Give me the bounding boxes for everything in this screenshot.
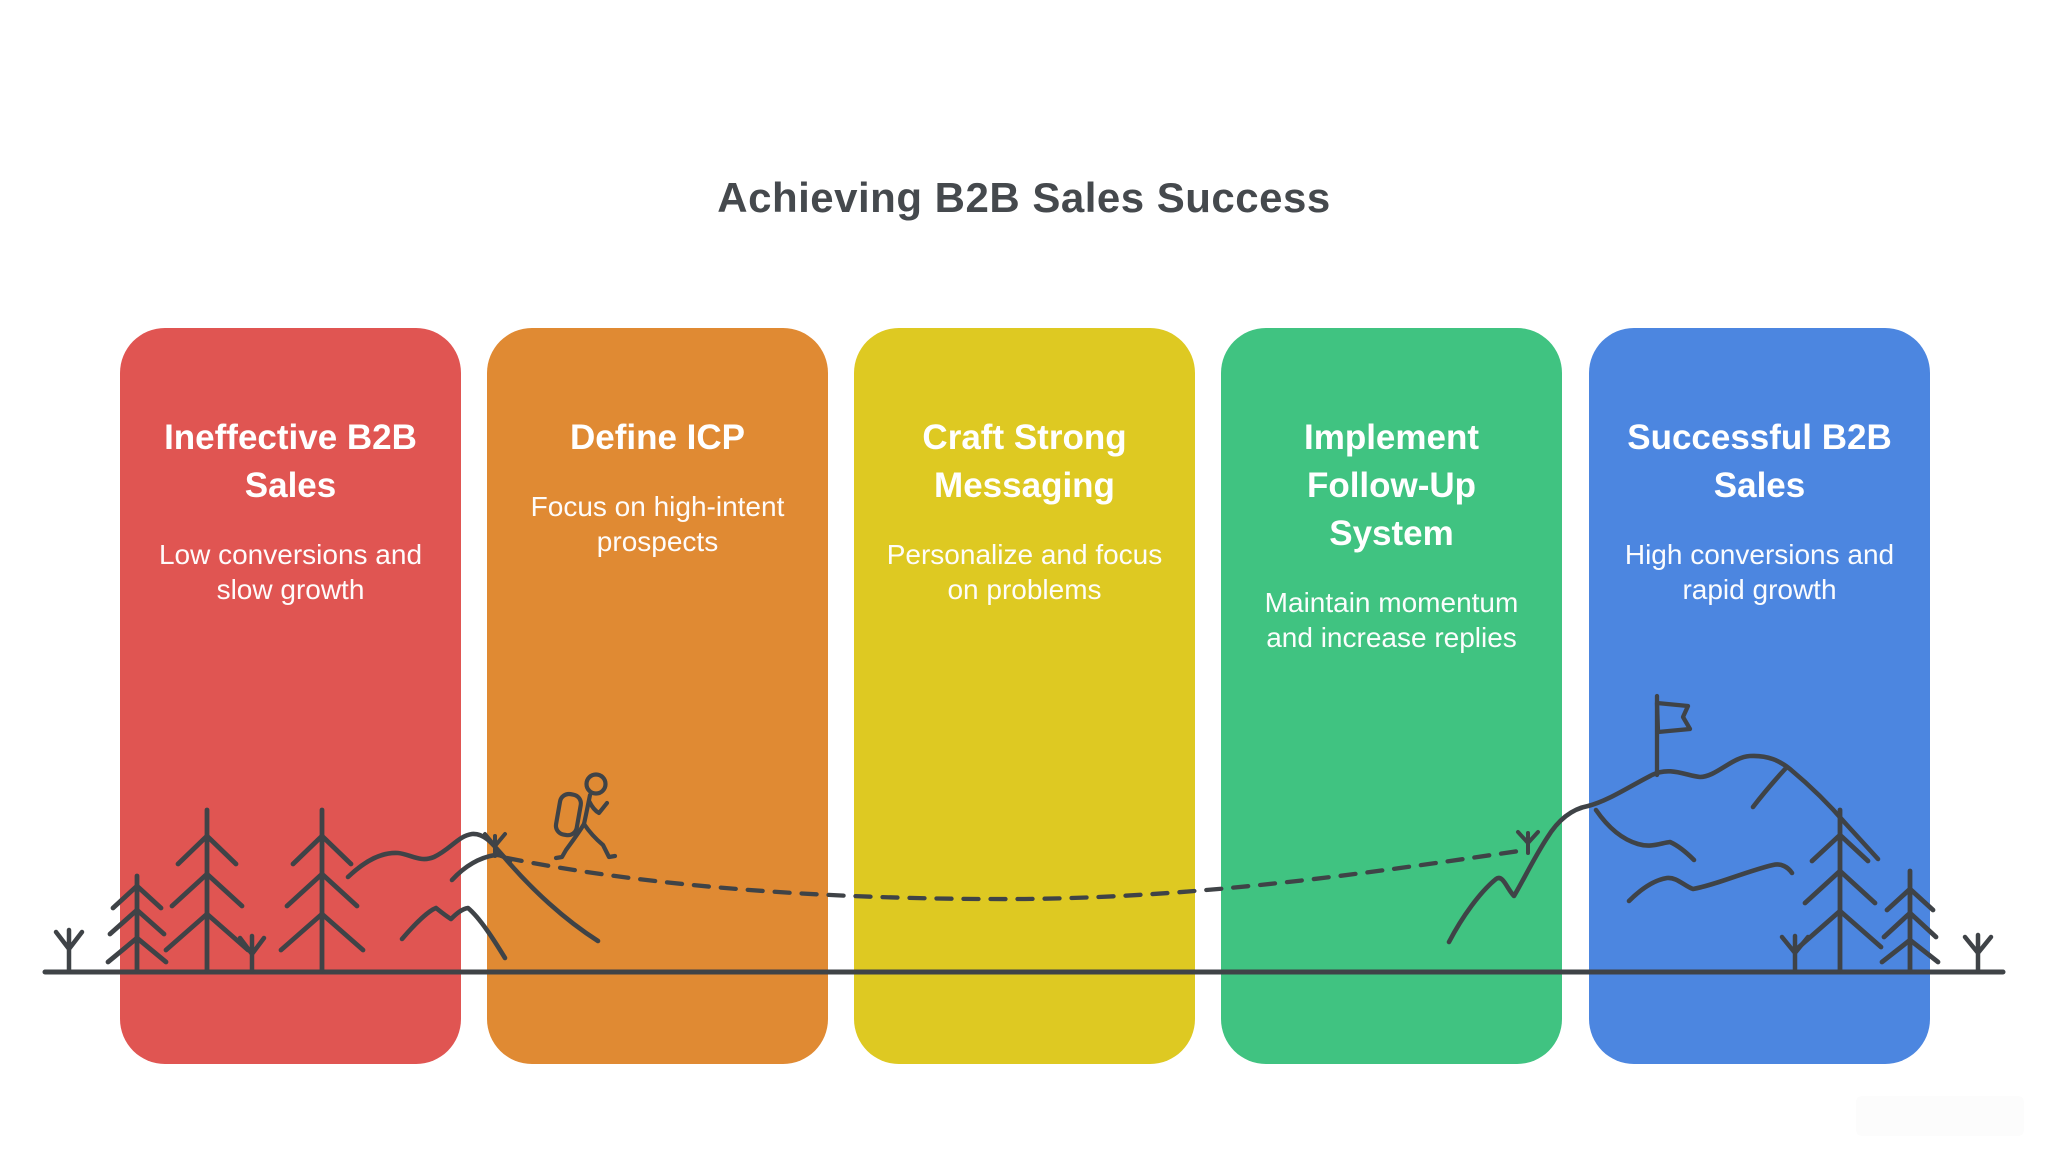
card-title: Ineffective B2B Sales — [164, 418, 417, 505]
page-title: Achieving B2B Sales Success — [717, 174, 1331, 221]
card-title: Implement Follow-Up System — [1303, 418, 1480, 553]
card-description: Focus on high-intent prospects — [530, 491, 785, 557]
card-title: Craft Strong Messaging — [922, 418, 1127, 505]
card-description: High conversions and rapid growth — [1624, 539, 1895, 605]
card-successful-b2b-sales: Successful B2B Sales High conversions an… — [1589, 328, 1930, 1064]
card-title: Successful B2B Sales — [1627, 418, 1892, 505]
card-implement-follow-up-system: Implement Follow-Up System Maintain mome… — [1221, 328, 1562, 1064]
card-ineffective-b2b-sales: Ineffective B2B Sales Low conversions an… — [120, 328, 461, 1064]
card-description: Low conversions and slow growth — [158, 539, 423, 605]
card-description: Personalize and focus on problems — [886, 539, 1163, 605]
watermark-patch — [1856, 1096, 2024, 1136]
card-define-icp: Define ICP Focus on high-intent prospect… — [487, 328, 828, 1064]
card-title: Define ICP — [569, 418, 746, 457]
card-craft-strong-messaging: Craft Strong Messaging Personalize and f… — [854, 328, 1195, 1064]
card-description: Maintain momentum and increase replies — [1264, 587, 1519, 653]
